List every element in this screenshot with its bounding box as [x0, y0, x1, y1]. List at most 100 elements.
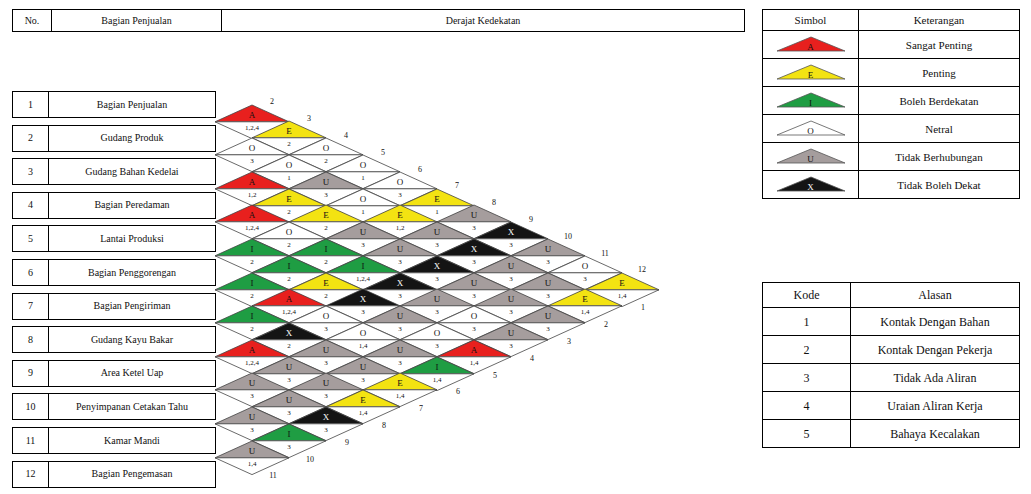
code-cell: 1: [762, 307, 851, 336]
closeness-letter: U: [249, 379, 256, 388]
reason-code: 3: [398, 326, 402, 333]
reason-code: 3: [546, 326, 550, 333]
reason-cell: Bahaya Kecalakan: [850, 419, 1020, 448]
department-cell: Lantai Produksi: [48, 225, 216, 252]
table-header: Derajat Kedekatan: [221, 9, 745, 32]
reason-code: 1,2,4: [282, 309, 296, 316]
closeness-letter: E: [397, 211, 403, 220]
closeness-letter: U: [286, 362, 293, 371]
reason-code: 3: [250, 158, 254, 165]
column-number: 8: [382, 422, 386, 430]
closeness-letter: U: [471, 211, 478, 220]
symbol-cell: X: [762, 170, 859, 199]
closeness-letter: U: [249, 446, 256, 455]
closeness-letter: U: [397, 345, 404, 354]
symbol-cell: A: [762, 30, 859, 59]
column-number: 12: [638, 266, 646, 274]
department-name: Lantai Produksi: [100, 234, 164, 244]
code-cell: 2: [762, 335, 851, 364]
closeness-letter: E: [582, 295, 588, 304]
reason-code: 3: [435, 343, 439, 350]
row-number: 8: [28, 335, 33, 345]
reason-code: 3: [361, 309, 365, 316]
header-text: Kode: [794, 289, 820, 301]
symbol-cell: U: [762, 142, 859, 171]
legend-header: Simbol: [762, 9, 859, 31]
reason-code: 3: [324, 326, 328, 333]
column-number: 3: [307, 115, 311, 123]
closeness-letter: E: [434, 194, 440, 203]
closeness-letter: O: [434, 328, 441, 337]
column-number: 5: [493, 372, 497, 380]
closeness-letter: O: [582, 261, 589, 270]
description-cell: Netral: [858, 114, 1020, 143]
reason-code: 3: [287, 376, 291, 383]
column-number: 11: [269, 472, 277, 480]
reason-cell: Kontak Dengan Pekerja: [850, 335, 1020, 364]
closeness-letter: U: [286, 396, 293, 405]
reason-code-number: 3: [804, 372, 810, 384]
row-number-cell: 1: [12, 91, 49, 118]
swatch-letter: O: [807, 126, 814, 135]
reason-code: 1,4: [248, 460, 257, 467]
column-number: 10: [564, 233, 572, 241]
column-number: 6: [456, 388, 460, 396]
row-number: 11: [26, 436, 36, 446]
closeness-letter: U: [545, 278, 552, 287]
reason-code: 3: [324, 393, 328, 400]
row-number: 3: [28, 167, 33, 177]
code-header: Kode: [762, 282, 851, 308]
code-cell: 3: [762, 363, 851, 392]
reason-code: 3: [287, 410, 291, 417]
swatch-letter: X: [807, 182, 814, 191]
swatch-letter: A: [807, 42, 814, 51]
reason-code: 3: [509, 343, 513, 350]
row-number-cell: 2: [12, 125, 49, 152]
legend-header: Keterangan: [858, 9, 1020, 31]
closeness-letter: U: [508, 328, 515, 337]
department-name: Area Ketel Uap: [101, 368, 164, 378]
reason-code: 2: [287, 343, 291, 350]
row-number-cell: 3: [12, 158, 49, 185]
reason-code: 2: [250, 326, 254, 333]
reason-code: 3: [398, 359, 402, 366]
closeness-letter: I: [362, 261, 365, 270]
swatch-letter: I: [809, 98, 812, 107]
reason-code: 3: [472, 292, 476, 299]
reason-code: 3: [509, 309, 513, 316]
row-number: 2: [28, 133, 33, 143]
reason-code: 2: [287, 208, 291, 215]
column-number: 9: [345, 439, 349, 447]
reason-code: 2: [287, 141, 291, 148]
closeness-letter: X: [434, 261, 441, 270]
column-number: 1: [641, 304, 645, 312]
reason-code: 3: [472, 326, 476, 333]
closeness-letter: U: [249, 412, 256, 421]
column-number: 6: [418, 166, 422, 174]
closeness-letter: O: [360, 328, 367, 337]
reason-text: Tidak Ada Aliran: [894, 372, 977, 384]
reason-code: 3: [361, 376, 365, 383]
reason-code: 1,4: [470, 359, 479, 366]
reason-code: 3: [546, 259, 550, 266]
department-cell: Bagian Penggorengan: [48, 259, 216, 286]
column-number: 2: [604, 321, 608, 329]
column-number: 4: [530, 355, 534, 363]
department-cell: Bagian Penjualan: [48, 91, 216, 118]
reason-code: 3: [324, 191, 328, 198]
closeness-letter: U: [397, 244, 404, 253]
reason-code-number: 1: [804, 316, 810, 328]
reason-code: 3: [509, 242, 513, 249]
reason-code-number: 2: [804, 344, 810, 356]
code-cell: 5: [762, 419, 851, 448]
department-name: Gudang Kayu Bakar: [91, 335, 173, 345]
symbol-cell: O: [762, 114, 859, 143]
row-number: 10: [26, 402, 36, 412]
row-number-cell: 6: [12, 259, 49, 286]
legend-text: Netral: [925, 123, 952, 134]
department-name: Kamar Mandi: [104, 436, 160, 446]
closeness-letter: U: [471, 278, 478, 287]
closeness-letter: I: [436, 362, 439, 371]
closeness-letter: U: [434, 295, 441, 304]
reason-code: 3: [509, 275, 513, 282]
